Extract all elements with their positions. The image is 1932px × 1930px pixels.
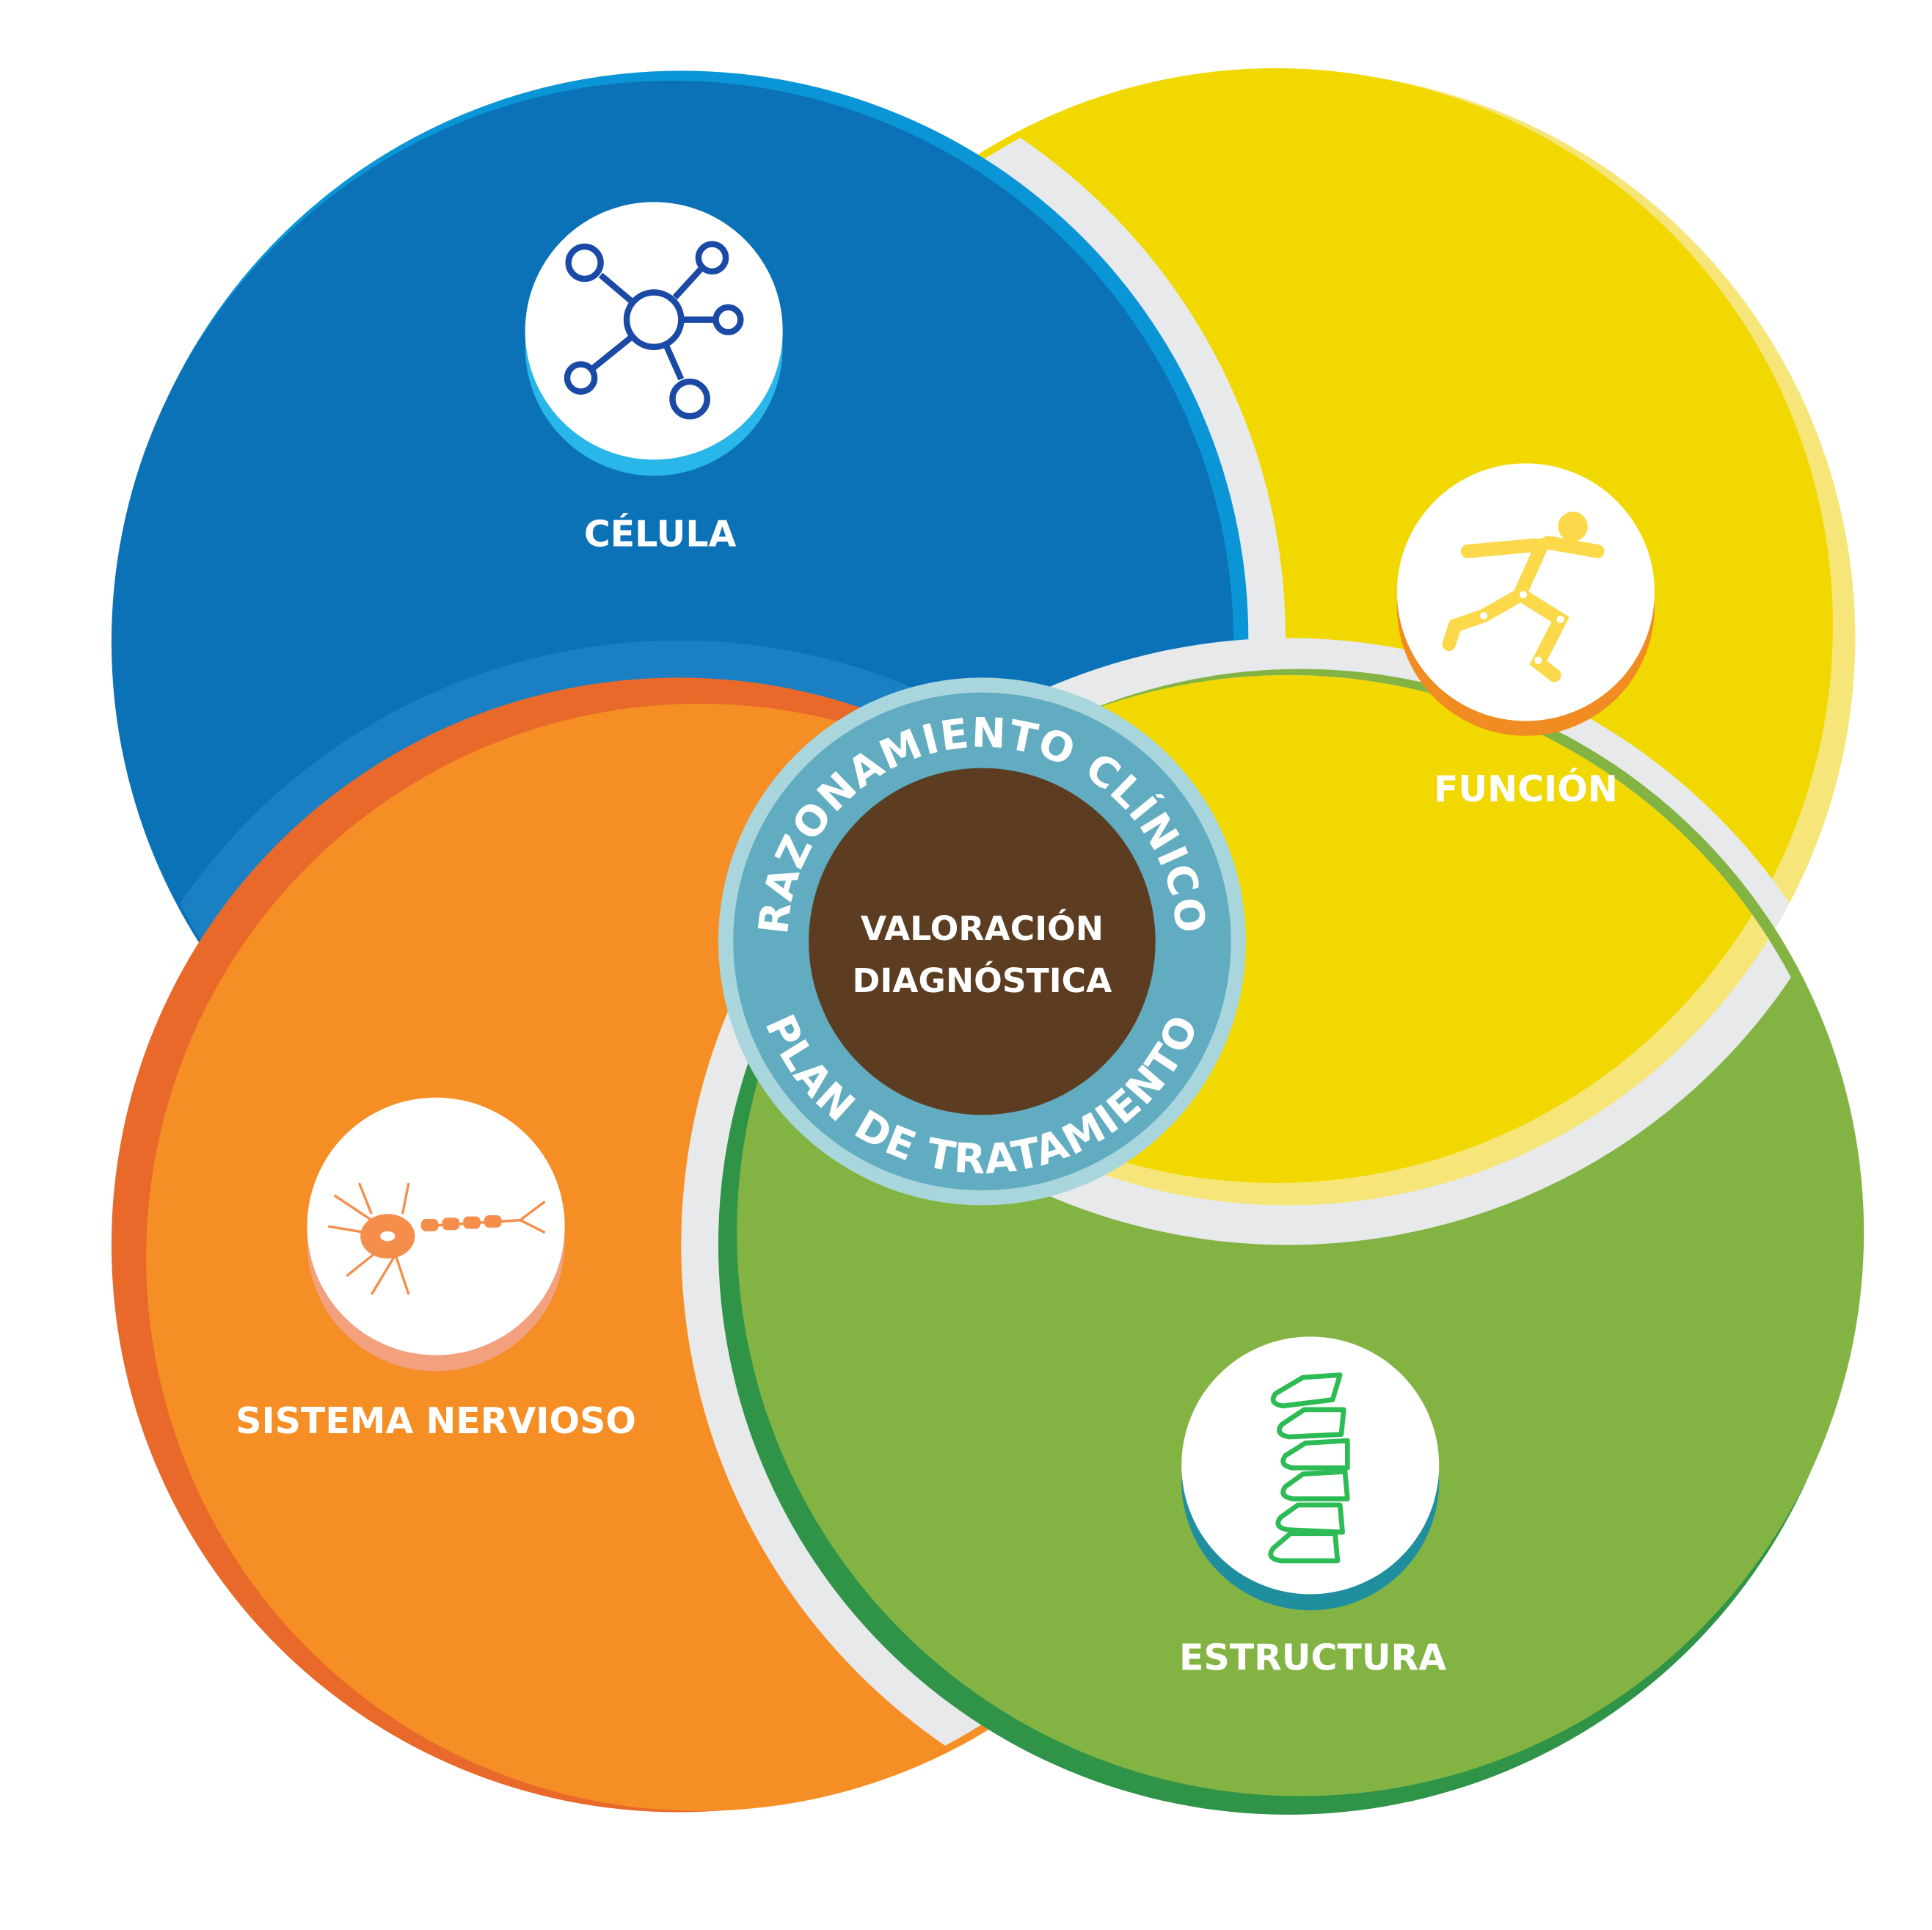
molecule-icon xyxy=(525,202,783,476)
core-line-2: DIAGNÓSTICA xyxy=(853,961,1113,1000)
label-funcion: FUNCIÓN xyxy=(1434,767,1618,810)
runner-icon xyxy=(1396,463,1655,736)
core-line-1: VALORACIÓN xyxy=(861,908,1104,948)
label-sistema-nervioso: SISTEMA NERVIOSO xyxy=(236,1400,636,1442)
label-estructura: ESTRUCTURA xyxy=(1179,1636,1446,1678)
center-badge: RAZONAMIENTO CLÍNICO PLAN DE TRATAMIENTO… xyxy=(718,677,1246,1206)
label-celula: CÉLULA xyxy=(584,512,737,556)
neuron-icon xyxy=(307,1097,565,1372)
spine-icon xyxy=(1181,1336,1440,1611)
